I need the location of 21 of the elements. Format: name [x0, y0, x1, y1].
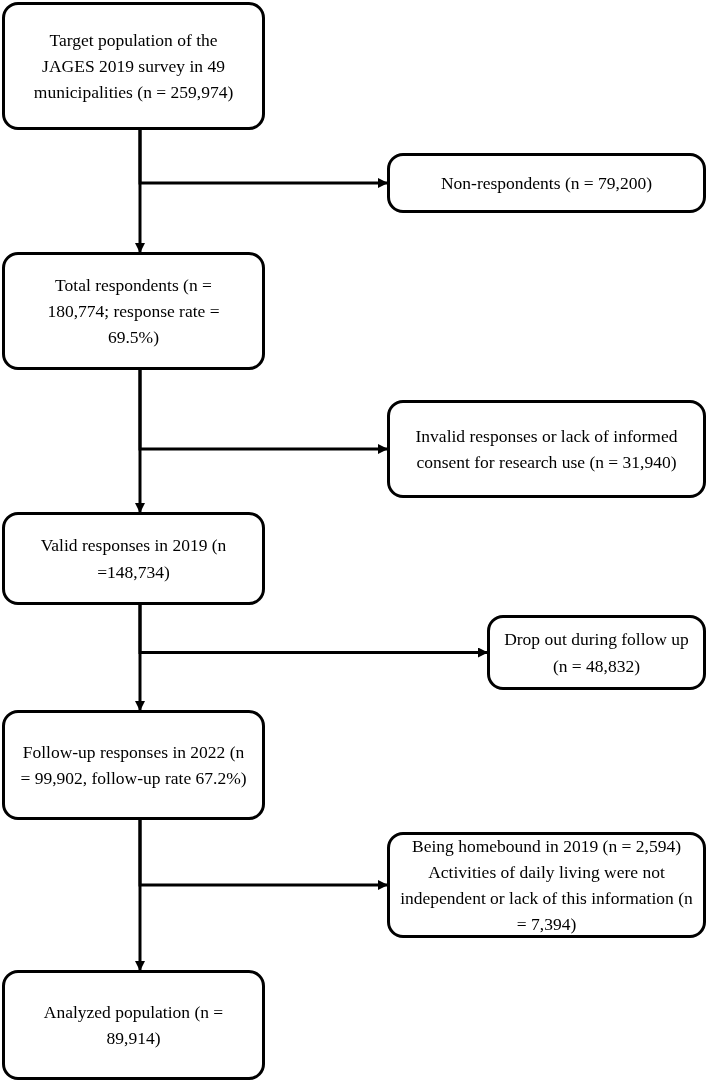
arrow [138, 130, 388, 188]
box-text: Being homebound in 2019 (n = 2,594) Activities of daily living were not independent or lack of this information (n = 7,394) [399, 834, 694, 937]
box-text: Target population of the JAGES 2019 survey in 49 municipalities (n = 259,974) [32, 28, 235, 105]
process-box [2, 252, 265, 370]
process-box [387, 153, 706, 213]
process-box [2, 710, 265, 820]
process-box [487, 615, 706, 690]
box-text: Drop out during follow up (n = 48,832) [503, 628, 690, 678]
box-text: Total respondents (n = 180,774; response rate = 69.5%) [46, 273, 221, 350]
box-text: Follow-up responses in 2022 (n = 99,902, follow-up rate 67.2%) [19, 740, 248, 790]
arrow [138, 820, 388, 890]
process-box [387, 400, 706, 498]
box-text: Analyzed population (n = 89,914) [42, 1000, 225, 1050]
arrow [138, 370, 388, 454]
box-text: Non-respondents (n = 79,200) [440, 171, 653, 195]
process-box [2, 2, 265, 130]
process-box [2, 512, 265, 605]
process-box [2, 970, 265, 1080]
arrow [138, 605, 488, 658]
box-text: Valid responses in 2019 (n =148,734) [39, 534, 228, 584]
box-text: Invalid responses or lack of informed consent for research use (n = 31,940) [414, 424, 679, 474]
